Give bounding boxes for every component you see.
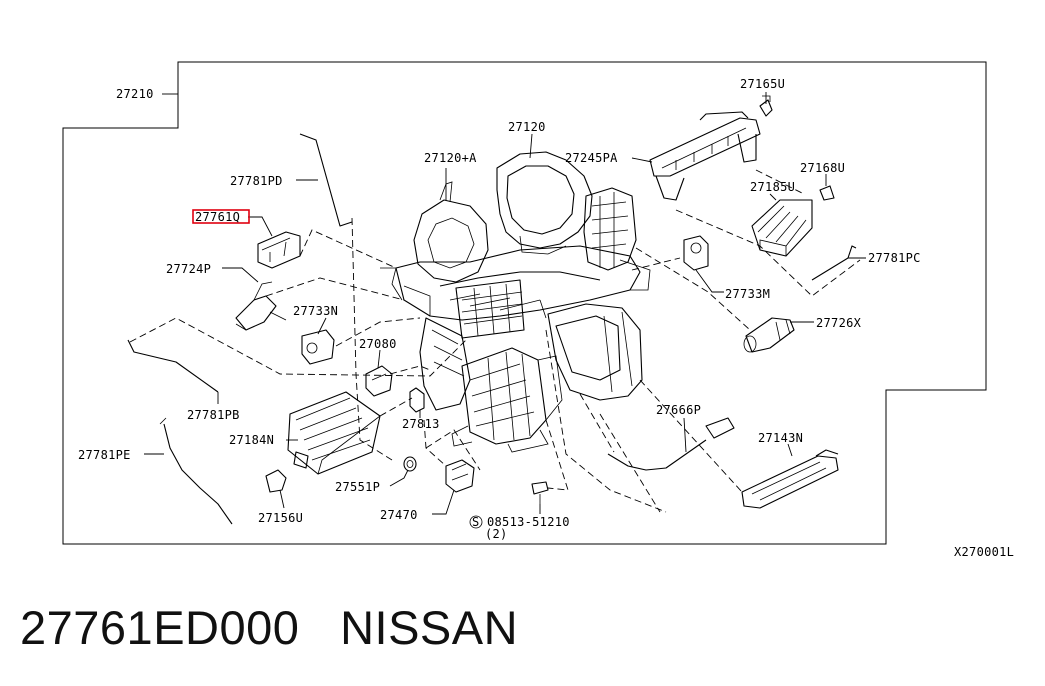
label-27165U: 27165U (740, 77, 785, 91)
label-27551P: 27551P (335, 480, 380, 494)
label-27120: 27120 (508, 120, 546, 134)
part-27156U (265, 469, 287, 493)
label-27470: 27470 (380, 508, 418, 522)
part-27551P (403, 456, 417, 472)
part-27185U (751, 199, 813, 257)
label-27156U: 27156U (258, 511, 303, 525)
part-labels: 27210 27165U 27120 27120+A 27245PA 27168… (78, 77, 1014, 559)
part-27781PE (159, 417, 233, 525)
label-27168U: 27168U (800, 161, 845, 175)
label-screw-qty: (2) (485, 527, 508, 541)
diagram-code: X270001L (954, 545, 1014, 559)
part-27813 (409, 387, 425, 413)
part-screw (531, 481, 549, 504)
label-27781PC: 27781PC (868, 251, 921, 265)
label-27245PA: 27245PA (565, 151, 618, 165)
part-number-caption: 27761ED000 NISSAN (20, 601, 519, 654)
label-27210: 27210 (116, 87, 154, 101)
leader-lines (144, 92, 866, 515)
diagram-frame (62, 61, 987, 545)
part-27080 (365, 365, 393, 397)
part-27470 (445, 459, 475, 493)
label-27733N: 27733N (293, 304, 338, 318)
label-27781PD: 27781PD (230, 174, 283, 188)
label-27781PE: 27781PE (78, 448, 131, 462)
label-27080: 27080 (359, 337, 397, 351)
part-27143N (741, 449, 839, 509)
part-27184N (287, 391, 381, 475)
part-27666P (607, 417, 735, 471)
highlight-box (192, 209, 250, 224)
part-27781PB (127, 339, 219, 393)
label-27724P: 27724P (166, 262, 211, 276)
label-27185U: 27185U (750, 180, 795, 194)
part-27724P (235, 281, 287, 331)
label-27143N: 27143N (758, 431, 803, 445)
screw-symbol: S (472, 515, 480, 529)
label-27781PB: 27781PB (187, 408, 240, 422)
label-27666P: 27666P (656, 403, 701, 417)
part-27168U (819, 185, 835, 201)
label-27726X: 27726X (816, 316, 862, 330)
label-27120A: 27120+A (424, 151, 477, 165)
parts-diagram: 27210 27165U 27120 27120+A 27245PA 27168… (62, 61, 1014, 559)
part-27165U (759, 95, 773, 117)
label-27733M: 27733M (725, 287, 770, 301)
heater-cooling-unit (380, 151, 651, 453)
label-27813: 27813 (402, 417, 440, 431)
part-27733N (301, 329, 335, 365)
label-27184N: 27184N (229, 433, 274, 447)
screw-symbol-circle (469, 515, 483, 529)
part-27245PA (649, 111, 761, 201)
part-27781PC (811, 245, 857, 281)
part-27761Q (257, 231, 301, 269)
part-27781PD (299, 133, 353, 227)
dashed-assembly-lines (129, 169, 861, 513)
part-27733M (683, 235, 709, 271)
part-27726X (743, 317, 795, 353)
label-screw: 08513-51210 (487, 515, 570, 529)
label-27761Q: 27761Q (195, 210, 240, 224)
